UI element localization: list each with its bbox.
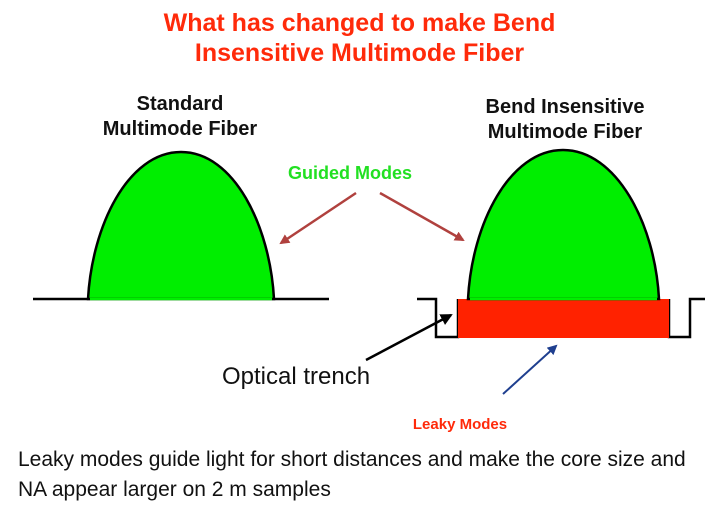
slide-title: What has changed to make Bend Insensitiv… [163, 9, 556, 67]
bend-insensitive-guided-modes-dome [466, 148, 661, 301]
leaky-modes-band [458, 299, 669, 338]
leaky-modes-arrow [502, 344, 558, 395]
optical-trench-arrow [365, 313, 453, 362]
standard-guided-modes-dome [86, 150, 276, 301]
guided-modes-arrow-left [279, 191, 357, 245]
leaky-modes-label: Leaky Modes [412, 416, 508, 433]
caption-text: Leaky modes guide light for short distan… [18, 448, 686, 501]
optical-trench-label: Optical trench [222, 363, 371, 390]
guided-modes-label: Guided Modes [287, 163, 412, 183]
standard-fiber-label: Standard Multimode Fiber [102, 93, 258, 140]
guided-modes-arrow-right [379, 191, 465, 242]
bend-insensitive-fiber-label: Bend Insensitive Multimode Fiber [485, 96, 645, 143]
